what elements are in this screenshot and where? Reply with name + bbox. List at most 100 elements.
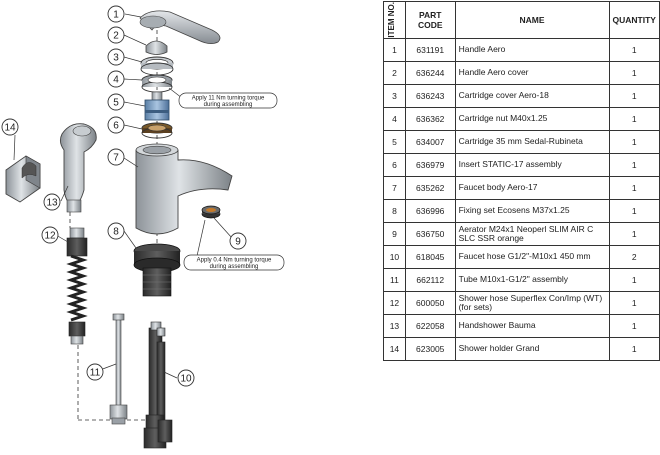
torque-note-upper: Apply 11 Nm turning torque during assemb… [178,92,278,109]
cell-qty: 1 [608,83,660,108]
part-faucet-hoses [143,321,173,449]
cell-name: Handshower Bauma [454,313,610,338]
table-row: 11 662112 Tube M10x1-G1/2" assembly 1 [383,267,660,292]
cell-item: 13 [383,313,406,338]
cell-item: 6 [383,152,406,177]
svg-text:5: 5 [113,98,119,109]
torque-note-lower: Apply 0.4 Nm turning torque during assem… [183,254,285,271]
part-insert [141,122,173,139]
svg-text:2: 2 [113,31,119,42]
cell-qty: 1 [608,313,660,338]
cell-code: 631191 [404,37,456,62]
svg-text:4: 4 [113,75,119,86]
cell-qty: 1 [608,37,660,62]
cell-item: 8 [383,198,406,223]
callout-11: 11 [86,363,104,381]
cell-name: Tube M10x1-G1/2" assembly [454,267,610,292]
cell-name: Handle Aero [454,37,610,62]
cell-item: 7 [383,175,406,200]
cell-code: 622058 [404,313,456,338]
cell-qty: 1 [608,175,660,200]
callout-12: 12 [41,226,59,244]
part-cartridge [144,91,170,121]
leader-lines [13,13,233,379]
cell-qty: 2 [608,244,660,269]
table-row: 10 618045 Faucet hose G1/2"-M10x1 450 mm… [383,244,660,269]
cell-code: 636750 [404,221,456,246]
cell-code: 636996 [404,198,456,223]
cell-qty: 1 [608,198,660,223]
cell-item: 12 [383,290,406,315]
cell-item: 4 [383,106,406,131]
cell-code: 662112 [404,267,456,292]
part-handshower [59,123,97,213]
cell-name: Aerator M24x1 Neoperl SLIM AIR C SLC SSR… [454,221,610,246]
cell-qty: 1 [608,267,660,292]
cell-code: 636243 [404,83,456,108]
part-cartridge-cover [140,56,174,76]
table-row: 2 636244 Handle Aero cover 1 [383,60,660,85]
table-row: 8 636996 Fixing set Ecosens M37x1.25 1 [383,198,660,223]
table-row: 5 634007 Cartridge 35 mm Sedal-Rubineta … [383,129,660,154]
torque-note-lower-line1: Apply 0.4 Nm turning torque [197,258,272,264]
cell-code: 636362 [404,106,456,131]
table-row: 9 636750 Aerator M24x1 Neoperl SLIM AIR … [383,221,660,246]
cell-item: 5 [383,129,406,154]
table-row: 12 600050 Shower hose Superflex Con/Imp … [383,290,660,315]
cell-item: 10 [383,244,406,269]
part-tube [109,313,128,425]
svg-text:3: 3 [113,53,119,64]
svg-text:6: 6 [113,121,119,132]
header-quantity: QUANTITY [608,1,660,39]
table-row: 3 636243 Cartridge cover Aero-18 1 [383,83,660,108]
header-part-code: PART CODE [404,1,456,39]
torque-note-upper-line2: during assembling [204,102,253,108]
svg-text:13: 13 [46,198,58,209]
callout-6: 6 [107,116,125,134]
cell-name: Faucet body Aero-17 [454,175,610,200]
cell-item: 1 [383,37,406,62]
callout-5: 5 [107,93,125,111]
cell-name: Fixing set Ecosens M37x1.25 [454,198,610,223]
cell-item: 9 [383,221,406,246]
cell-name: Cartridge 35 mm Sedal-Rubineta [454,129,610,154]
cell-code: 636244 [404,60,456,85]
cell-qty: 1 [608,129,660,154]
svg-text:1: 1 [113,10,119,21]
part-handle-cover [145,40,168,55]
exploded-view-drawing: Apply 11 Nm turning torque during assemb… [1,5,285,449]
callout-14: 14 [1,118,19,136]
cell-name: Cartridge cover Aero-18 [454,83,610,108]
cell-qty: 1 [608,290,660,315]
callout-10: 10 [177,369,195,387]
callout-3: 3 [107,48,125,66]
cell-code: 634007 [404,129,456,154]
cell-code: 635262 [404,175,456,200]
table-body: 1 631191 Handle Aero 1 2 636244 Handle A… [383,37,660,361]
cell-code: 618045 [404,244,456,269]
cell-qty: 1 [608,106,660,131]
callout-7: 7 [107,148,125,166]
svg-text:10: 10 [180,374,192,385]
callout-4: 4 [107,70,125,88]
table-row: 14 623005 Shower holder Grand 1 [383,336,660,361]
callout-8: 8 [107,222,125,240]
cell-item: 3 [383,83,406,108]
part-faucet-body [135,143,233,235]
svg-text:7: 7 [113,153,119,164]
cell-name: Handle Aero cover [454,60,610,85]
cell-name: Cartridge nut M40x1.25 [454,106,610,131]
svg-text:12: 12 [44,231,56,242]
cell-code: 600050 [404,290,456,315]
table-header-row: ITEM NO. PART CODE NAME QUANTITY [383,1,660,39]
callout-1: 1 [107,5,125,23]
table-row: 6 636979 Insert STATIC-17 assembly 1 [383,152,660,177]
cell-name: Insert STATIC-17 assembly [454,152,610,177]
header-name: NAME [454,1,610,39]
header-item-no: ITEM NO. [383,1,406,39]
cell-code: 636979 [404,152,456,177]
cell-item: 2 [383,60,406,85]
parts-list-table: ITEM NO. PART CODE NAME QUANTITY 1 63119… [383,1,660,361]
cell-name: Shower holder Grand [454,336,610,361]
svg-text:8: 8 [113,227,119,238]
